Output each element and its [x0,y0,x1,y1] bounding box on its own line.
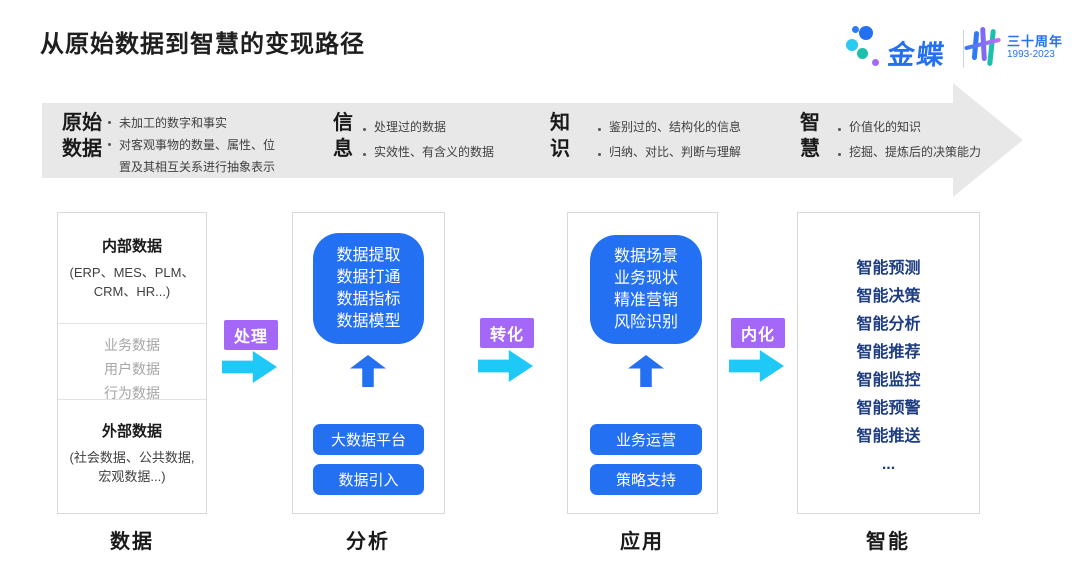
card-line: 风险识别 [613,313,678,331]
stage-bullet: 归纳、对比、判断与理解 [609,145,742,159]
list-item: 智能推荐 [856,344,921,361]
kingdee-logo [846,22,1060,74]
stage-title-information: 信 息 [333,112,353,160]
internal-data-section: 内部数据 (ERP、MES、PLM、 CRM、HR...) [58,213,206,323]
anniversary-label: 三十周年 [1007,34,1064,49]
logo-dot-icon [859,26,873,40]
logo-dot-icon [872,59,879,66]
bullet-dot-icon [838,153,841,156]
footer-label-analysis: 分析 [346,531,390,553]
up-arrow-icon [628,355,664,387]
card-line: 业务现状 [613,269,678,287]
stage-title-raw-data: 原始 数据 [62,112,102,160]
right-arrow-icon [478,350,533,382]
card-line: 数据场景 [613,247,678,265]
stage-bullet: 实效性、有含义的数据 [374,145,495,159]
column-box-application: 数据场景 业务现状 精准营销 风险识别 业务运营 策略支持 [567,212,718,514]
list-item: 智能决策 [856,288,921,305]
analysis-card: 数据提取 数据打通 数据指标 数据模型 [313,233,424,344]
stage-bullet: 未加工的数字和事实 [119,116,228,130]
external-data-line: (社会数据、公共数据, [69,450,195,465]
column-box-data: 内部数据 (ERP、MES、PLM、 CRM、HR...) 业务数据 用户数据 … [57,212,207,514]
bullet-dot-icon [363,128,366,131]
business-operation-chip: 业务运营 [590,424,702,455]
external-data-section: 外部数据 (社会数据、公共数据, 宏观数据...) [58,400,206,486]
middle-data-section: 业务数据 用户数据 行为数据 [58,323,206,401]
stage-bullet: 鉴别过的、结构化的信息 [609,120,742,134]
data-type-item: 用户数据 [104,361,160,377]
stage-bullets-information: 处理过的数据 实效性、有含义的数据 [363,119,494,169]
right-arrow-icon [222,351,277,383]
list-item: 智能推送 [856,428,921,445]
data-type-item: 行为数据 [104,385,160,401]
logo-dot-icon [846,39,858,51]
bullet-dot-icon [598,128,601,131]
anniversary-years: 1993-2023 [1007,49,1055,60]
stage-bullets-knowledge: 鉴别过的、结构化的信息 归纳、对比、判断与理解 [598,119,741,169]
big-data-platform-chip: 大数据平台 [313,424,424,455]
connector-badge-transform: 转化 [480,318,535,348]
connector-badge-process: 处理 [224,320,279,350]
logo-dot-icon [852,26,859,33]
card-line: 数据指标 [336,290,401,308]
connector-badge-internalize: 内化 [731,318,786,348]
stage-title-wisdom: 智 慧 [800,112,820,160]
up-arrow-icon [350,355,386,387]
page-title: 从原始数据到智慧的变现路径 [40,31,365,58]
intelligence-list: 智能预测 智能决策 智能分析 智能推荐 智能监控 智能预警 智能推送 ... [798,213,979,479]
footer-label-data: 数据 [110,531,154,553]
card-line: 数据打通 [336,268,401,286]
column-box-intelligence: 智能预测 智能决策 智能分析 智能推荐 智能监控 智能预警 智能推送 ... [797,212,980,514]
card-line: 精准营销 [613,291,678,309]
stage-bullets-wisdom: 价值化的知识 挖掘、提炼后的决策能力 [838,119,981,169]
stage-bullet: 挖掘、提炼后的决策能力 [849,145,982,159]
brand-wordmark: 金蝶 [886,40,948,70]
bullet-dot-icon [838,128,841,131]
stage-bullet: 处理过的数据 [374,120,447,134]
external-data-title: 外部数据 [101,423,162,440]
stage-bullet: 价值化的知识 [849,120,922,134]
strategy-support-chip: 策略支持 [590,464,702,495]
internal-data-title: 内部数据 [101,238,162,255]
stage-title-knowledge: 知 识 [550,112,570,160]
external-data-line: 宏观数据...) [98,469,166,484]
card-line: 数据提取 [336,246,401,264]
data-type-item: 业务数据 [104,337,160,353]
list-item: ... [881,456,896,473]
stage-bullets-raw-data: 未加工的数字和事实 对客观事物的数量、属性、位置及其相互关系进行抽象表示 [108,112,286,178]
bullet-dot-icon [108,121,111,124]
application-card: 数据场景 业务现状 精准营销 风险识别 [590,235,702,344]
column-box-analysis: 数据提取 数据打通 数据指标 数据模型 大数据平台 数据引入 [292,212,445,514]
logo-divider [963,30,964,68]
bullet-dot-icon [598,153,601,156]
footer-label-application: 应用 [620,531,664,553]
internal-data-line: (ERP、MES、PLM、 [69,265,195,280]
bullet-dot-icon [363,153,366,156]
logo-dot-icon [857,48,868,59]
internal-data-line: CRM、HR...) [93,284,171,299]
list-item: 智能预测 [856,260,921,277]
stage-bullet: 对客观事物的数量、属性、位置及其相互关系进行抽象表示 [119,138,276,174]
list-item: 智能分析 [856,316,921,333]
card-line: 数据模型 [336,312,401,330]
footer-label-intelligence: 智能 [866,531,910,553]
list-item: 智能预警 [856,400,921,417]
list-item: 智能监控 [856,372,921,389]
data-import-chip: 数据引入 [313,464,424,495]
right-arrow-icon [729,350,784,382]
bullet-dot-icon [108,143,111,146]
